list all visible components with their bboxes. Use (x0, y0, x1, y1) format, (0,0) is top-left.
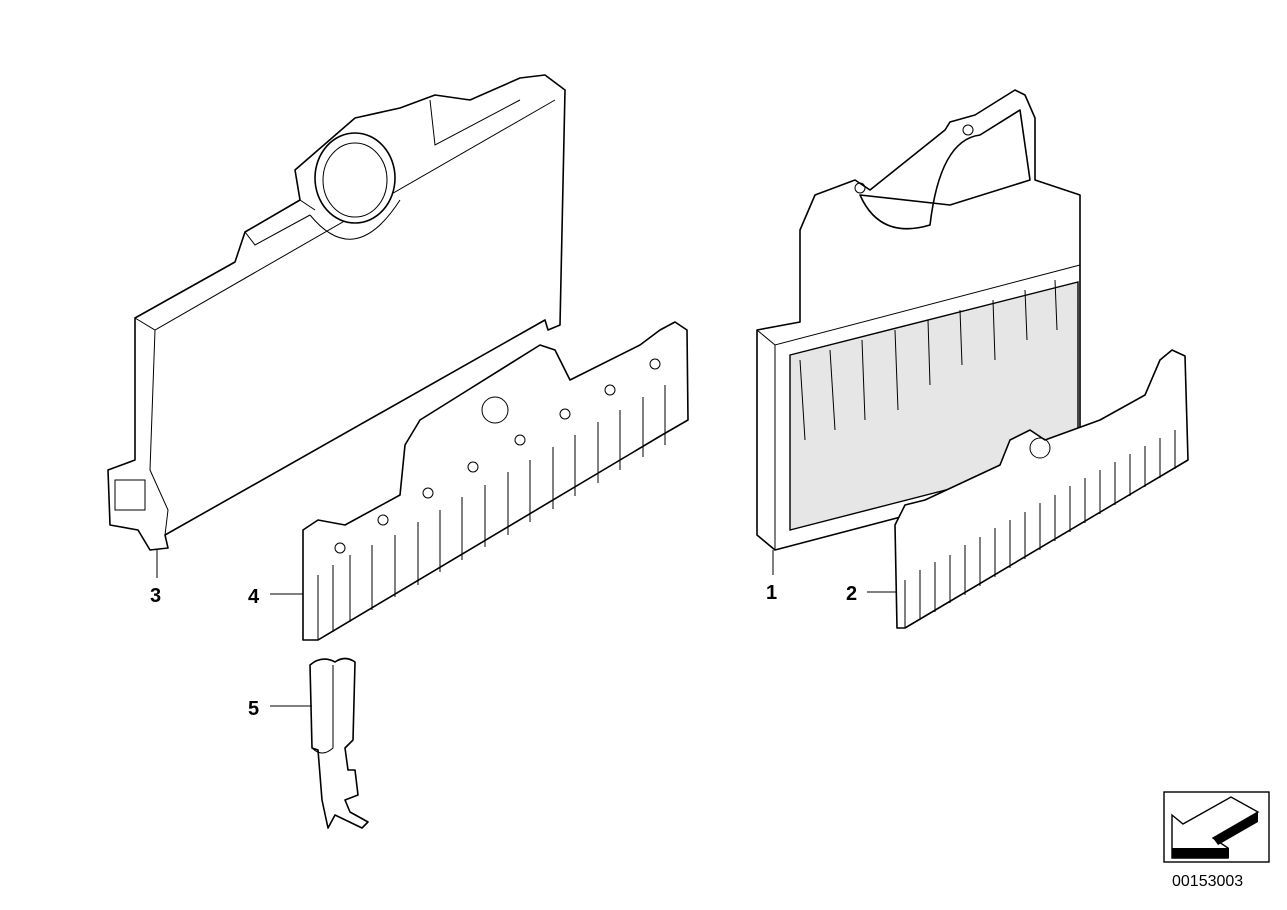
callout-2[interactable]: 2 (846, 583, 857, 605)
callout-5[interactable]: 5 (248, 698, 259, 720)
contact-strip-small-part[interactable] (894, 349, 1189, 629)
callout-3[interactable]: 3 (150, 585, 161, 607)
contact-strip-large-part[interactable] (302, 321, 689, 641)
terminal-contact-part[interactable] (309, 657, 369, 829)
callout-4[interactable]: 4 (248, 586, 260, 608)
housing-contacts (799, 279, 1058, 441)
strip-slots (317, 358, 666, 640)
navigation-box[interactable] (1163, 791, 1270, 863)
callout-1[interactable]: 1 (766, 582, 777, 604)
leader-lines (156, 550, 897, 707)
housing-cover-part[interactable] (107, 74, 566, 551)
drawing-number: 00153003 (1172, 873, 1243, 890)
arrow-down-left-icon (1171, 796, 1260, 859)
